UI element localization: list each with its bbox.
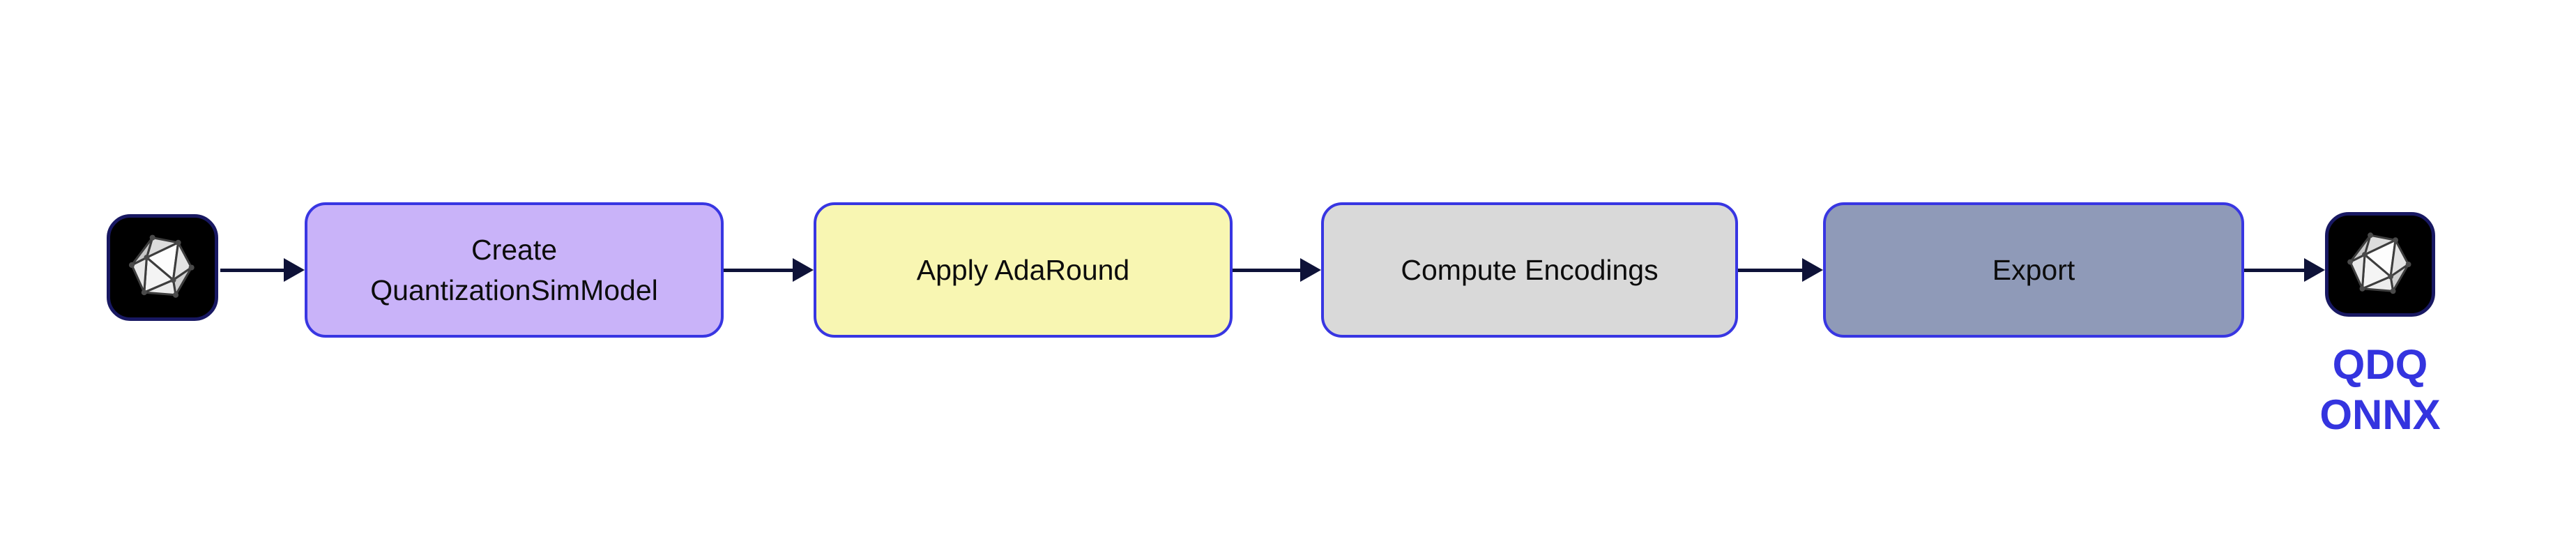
step-create-quantizationsimmodel: Create QuantizationSimModel <box>305 202 724 338</box>
arrow-head-icon <box>1300 258 1321 282</box>
onnx-logo-icon <box>2347 232 2411 294</box>
flow-arrow-4 <box>1738 258 1823 282</box>
output-format-label: QDQ ONNX <box>2276 340 2485 440</box>
step-export: Export <box>1823 202 2244 338</box>
output-format-label-line: ONNX <box>2319 391 2441 438</box>
arrow-head-icon <box>1802 258 1823 282</box>
step-label-line: Export <box>1992 253 2075 286</box>
output-format-label-line: QDQ <box>2332 341 2428 388</box>
arrow-shaft <box>2244 268 2304 272</box>
flow-arrow-1 <box>220 258 305 282</box>
arrow-shaft <box>1738 268 1802 272</box>
step-label-line: QuantizationSimModel <box>370 274 658 306</box>
step-label-line: Compute Encodings <box>1401 253 1659 286</box>
onnx-logo-icon <box>128 234 195 298</box>
step-label-line: Create <box>471 233 558 266</box>
step-label-line: Apply AdaRound <box>916 253 1130 286</box>
step-compute-encodings: Compute Encodings <box>1321 202 1738 338</box>
onnx-input-model-icon <box>107 214 218 321</box>
flow-arrow-3 <box>1233 258 1321 282</box>
step-apply-adaround: Apply AdaRound <box>814 202 1233 338</box>
arrow-head-icon <box>284 258 305 282</box>
arrow-head-icon <box>793 258 814 282</box>
flow-arrow-2 <box>724 258 814 282</box>
arrow-shaft <box>1233 268 1300 272</box>
flow-arrow-5 <box>2244 258 2325 282</box>
arrow-shaft <box>220 268 284 272</box>
onnx-output-model-icon <box>2325 212 2435 317</box>
arrow-head-icon <box>2304 258 2325 282</box>
arrow-shaft <box>724 268 793 272</box>
